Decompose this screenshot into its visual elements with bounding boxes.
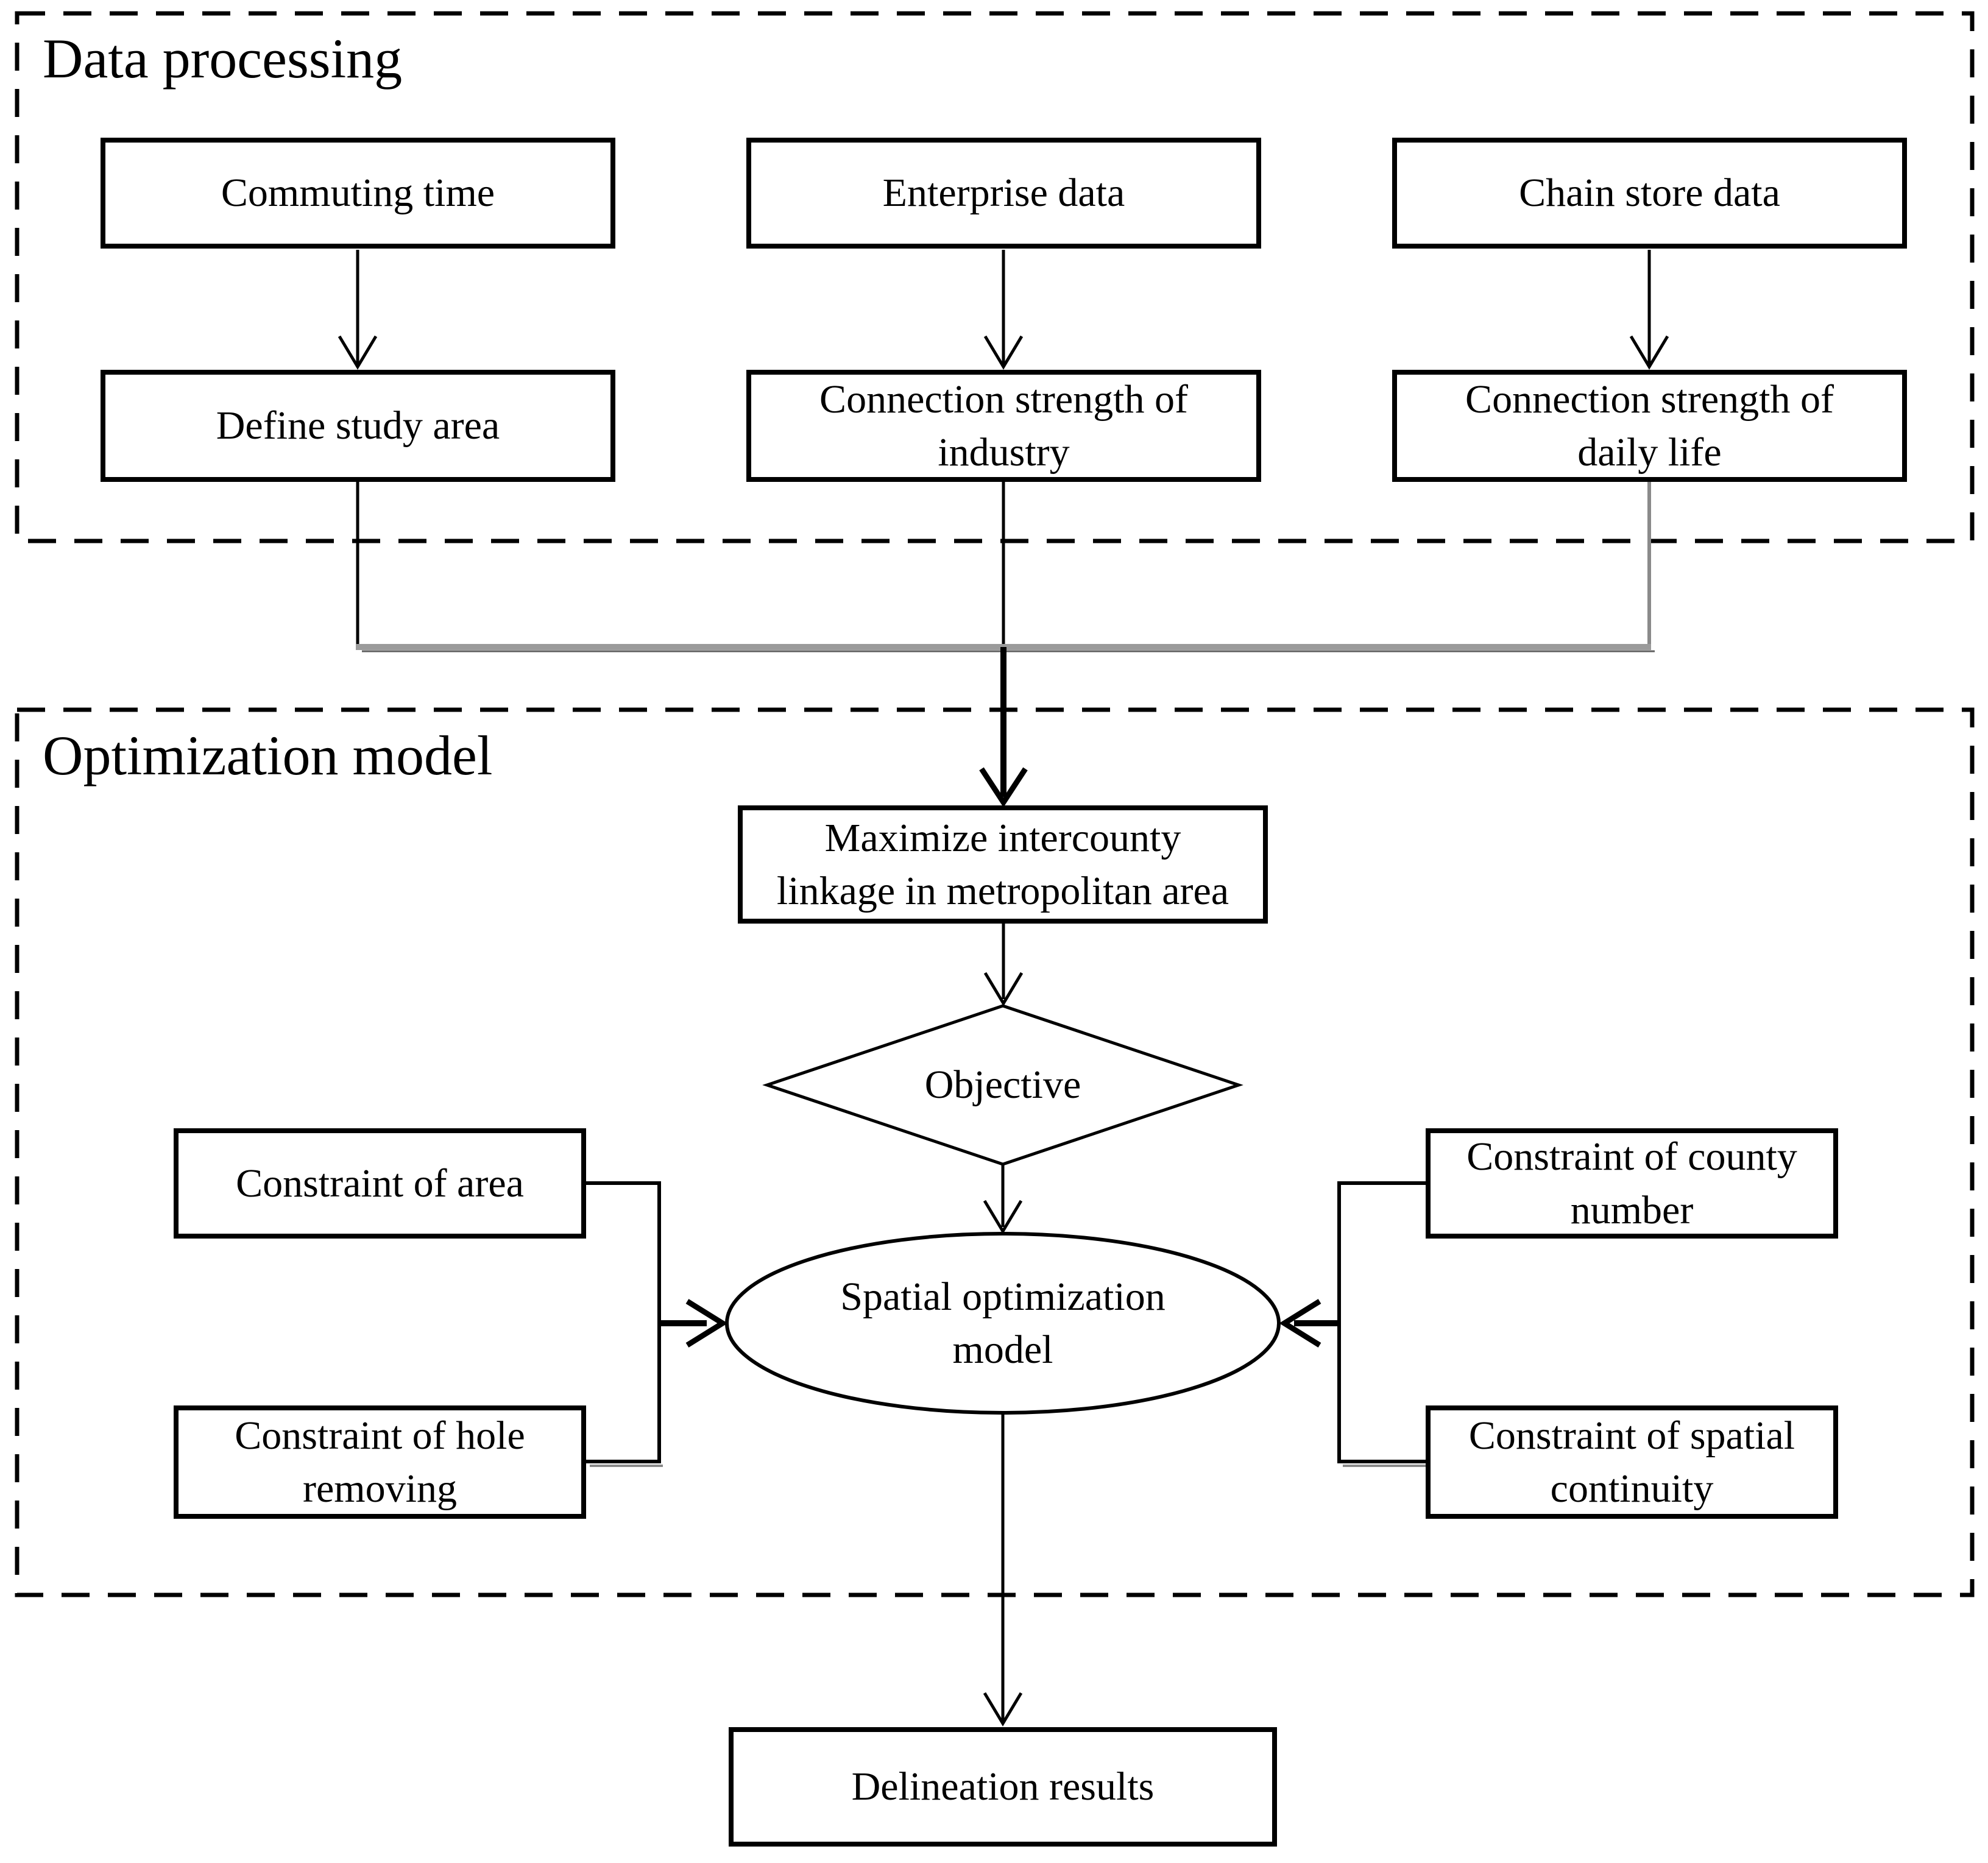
constraint-of-area-box: Constraint of area [174,1128,586,1239]
arrow-commuting-to-define-head [338,335,378,370]
commuting-time-box: Commuting time [101,138,615,249]
optimization-model-dashed-border [15,707,1975,1597]
connection-strength-industry-box: Connection strength of industry [746,370,1261,482]
node-label-line: number [1570,1187,1694,1232]
node-label-line: Enterprise data [882,171,1125,216]
delineation-results-box: Delineation results [729,1727,1277,1847]
node-label-line: removing [303,1466,457,1511]
node-label-line: Define study area [216,403,500,448]
objective-diamond-shape [762,1004,1243,1166]
constraint-of-spatial-continuity-box: Constraint of spatial continuity [1426,1405,1838,1519]
node-label-line: Constraint of spatial [1468,1413,1795,1458]
node-label-line: Constraint of hole [235,1413,525,1458]
arrow-objective-to-spatial-head [983,1200,1023,1234]
constraint-of-county-number-box: Constraint of county number [1426,1128,1838,1239]
arrow-spatial-to-delineation-head [983,1692,1023,1727]
arrow-constraints-left-head [685,1299,728,1348]
data-processing-dashed-border [15,11,1975,543]
node-label-line: Chain store data [1519,171,1780,216]
arrow-merge-to-maximize-head [979,767,1028,808]
node-label-line: Commuting time [221,171,495,216]
section-label-data-processing: Data processing [43,27,403,90]
node-label-line: Connection strength of [819,376,1188,422]
node-label-line: Constraint of area [236,1161,524,1206]
node-label-line: Constraint of county [1466,1134,1797,1179]
section-label-optimization-model: Optimization model [43,724,493,787]
node-label-line: Maximize intercounty [824,815,1181,860]
chain-store-data-box: Chain store data [1392,138,1907,249]
node-label-line: linkage in metropolitan area [776,869,1229,913]
spatial-model-ellipse-shape [725,1232,1281,1415]
constraint-of-hole-removing-box: Constraint of hole removing [174,1405,586,1519]
arrow-chainstore-to-dailylife-head [1629,335,1669,370]
node-label-line: daily life [1577,430,1722,475]
arrow-constraints-right-head [1279,1299,1321,1348]
arrow-maximize-to-objective-head [983,972,1024,1006]
node-label-line: Delineation results [851,1764,1155,1809]
define-study-area-box: Define study area [101,370,615,482]
node-label-line: industry [938,430,1070,475]
connection-strength-daily-life-box: Connection strength of daily life [1392,370,1907,482]
arrow-enterprise-to-industry-head [983,335,1024,370]
node-label-line: Connection strength of [1465,376,1834,422]
maximize-linkage-box: Maximize intercounty linkage in metropol… [738,805,1268,924]
node-label-line: continuity [1550,1466,1714,1511]
enterprise-data-box: Enterprise data [746,138,1261,249]
